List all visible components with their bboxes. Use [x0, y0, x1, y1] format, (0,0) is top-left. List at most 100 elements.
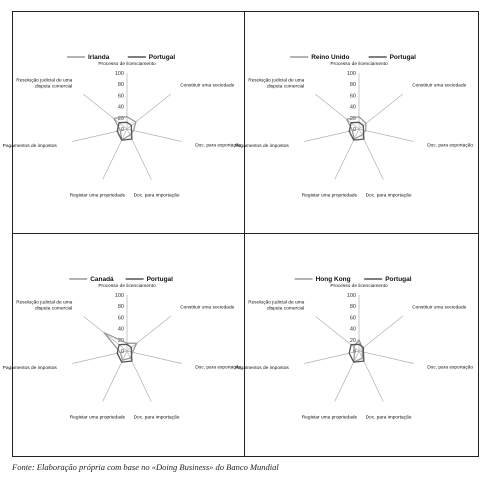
series-line-irlanda [113, 116, 137, 141]
series-line-canada [103, 332, 138, 361]
radar-spoke [358, 128, 414, 142]
category-label-registar-uma-propriedade: Registar uma propriedade [70, 192, 126, 198]
radar-spoke [72, 350, 128, 364]
legend-label-hong-kong: Hong Kong [316, 276, 351, 283]
category-label-registar-uma-propriedade: Registar uma propriedade [302, 192, 358, 198]
tick-label: 100 [347, 71, 356, 77]
series-line-portugal [348, 121, 365, 141]
legend-label-portugal: Portugal [390, 54, 417, 61]
radar-spoke [126, 350, 182, 364]
radar-spoke [358, 350, 414, 364]
tick-label: 20 [350, 338, 356, 344]
radar-spoke [72, 128, 128, 142]
tick-label: 80 [118, 304, 124, 310]
category-label-doc-para-exportacao: Doc. para exportação [427, 365, 473, 371]
category-label-doc-para-importacao: Doc. para importação [134, 414, 180, 420]
legend-label-portugal: Portugal [149, 54, 176, 61]
category-label-constituir-uma-sociedade: Constituir uma sociedade [412, 83, 466, 89]
category-label-doc-para-importacao: Doc. para importação [134, 192, 180, 198]
tick-label: 100 [115, 71, 124, 77]
tick-label: 80 [118, 82, 124, 88]
legend-label-portugal: Portugal [147, 276, 174, 283]
category-label-resolucao-judicial-de-uma-disputa-comercial: Resolução judicial de uma [248, 77, 304, 83]
category-label-registar-uma-propriedade: Registar uma propriedade [302, 414, 358, 420]
tick-label: 0 [121, 349, 124, 355]
category-label-doc-para-exportacao: Doc. para exportação [427, 143, 473, 149]
category-label-resolucao-judicial-de-uma-disputa-comercial: Resolução judicial de uma [16, 77, 72, 83]
figure-frame [12, 11, 479, 457]
category-label-resolucao-judicial-de-uma-disputa-comercial: Resolução judicial de uma [248, 299, 304, 305]
radar-spoke [126, 315, 172, 352]
radar-spoke [334, 350, 360, 402]
tick-label: 80 [350, 304, 356, 310]
radar-spoke [358, 350, 384, 402]
category-label-pagamentos-de-impostos: Pagamentos de impostos [235, 143, 290, 149]
radar-chart-svg: 0 20 40 60 80 100 Processo de licenciamentoCon… [235, 54, 474, 198]
category-label-processo-de-licenciamento: Processo de licenciamento [330, 283, 388, 289]
radar-chart-svg: 0 20 40 60 80 100 Processo de licenciamentoCon… [3, 54, 242, 198]
tick-label: 0 [353, 127, 356, 133]
tick-label: 40 [350, 327, 356, 333]
radar-spoke [126, 93, 172, 130]
radar-spoke [334, 128, 360, 180]
legend-label-portugal: Portugal [385, 276, 412, 283]
radar-spoke [102, 128, 128, 180]
radar-spoke [304, 350, 360, 364]
category-label-processo-de-licenciamento: Processo de licenciamento [98, 61, 156, 67]
tick-label: 100 [347, 293, 356, 299]
category-label-resolucao-judicial-de-uma-disputa-comercial: Resolução judicial de uma [16, 299, 72, 305]
series-line-portugal [116, 343, 133, 363]
category-label-registar-uma-propriedade: Registar uma propriedade [70, 414, 126, 420]
category-label-doc-para-importacao: Doc. para importação [366, 414, 412, 420]
tick-label: 100 [115, 293, 124, 299]
tick-label: 80 [350, 82, 356, 88]
source-note: Fonte: Elaboração própria com base no «D… [12, 462, 279, 472]
radar-spoke [126, 350, 152, 402]
category-label-constituir-uma-sociedade: Constituir uma sociedade [180, 305, 234, 311]
tick-label: 60 [350, 93, 356, 99]
category-label-resolucao-judicial-de-uma-disputa-comercial: disputa comercial [35, 305, 72, 311]
horizontal-divider [12, 233, 479, 234]
tick-label: 40 [350, 105, 356, 111]
tick-label: 0 [121, 127, 124, 133]
series-line-reino-unido [346, 116, 367, 140]
series-line-portugal [348, 343, 365, 363]
tick-label: 40 [118, 327, 124, 333]
radar-spoke [358, 315, 404, 352]
radar-spoke [126, 128, 182, 142]
tick-label: 20 [350, 116, 356, 122]
legend-label-reino-unido: Reino Unido [311, 54, 349, 61]
category-label-doc-para-importacao: Doc. para importação [366, 192, 412, 198]
category-label-processo-de-licenciamento: Processo de licenciamento [98, 283, 156, 289]
category-label-resolucao-judicial-de-uma-disputa-comercial: disputa comercial [35, 83, 72, 89]
legend-label-irlanda: Irlanda [88, 54, 110, 61]
category-label-pagamentos-de-impostos: Pagamentos de impostos [3, 143, 58, 149]
radar-spoke [304, 128, 360, 142]
category-label-resolucao-judicial-de-uma-disputa-comercial: disputa comercial [267, 83, 304, 89]
category-label-constituir-uma-sociedade: Constituir uma sociedade [412, 305, 466, 311]
category-label-pagamentos-de-impostos: Pagamentos de impostos [235, 365, 290, 371]
category-label-pagamentos-de-impostos: Pagamentos de impostos [3, 365, 58, 371]
category-label-constituir-uma-sociedade: Constituir uma sociedade [180, 83, 234, 89]
category-label-processo-de-licenciamento: Processo de licenciamento [330, 61, 388, 67]
tick-label: 20 [118, 116, 124, 122]
tick-label: 60 [118, 315, 124, 321]
radar-spoke [358, 128, 384, 180]
legend-label-canada: Canadá [90, 276, 114, 283]
vertical-divider [244, 11, 245, 457]
radar-spoke [126, 128, 152, 180]
tick-label: 40 [118, 105, 124, 111]
category-label-doc-para-exportacao: Doc. para exportação [195, 143, 241, 149]
tick-label: 60 [350, 315, 356, 321]
tick-label: 60 [118, 93, 124, 99]
category-label-doc-para-exportacao: Doc. para exportação [195, 365, 241, 371]
category-label-resolucao-judicial-de-uma-disputa-comercial: disputa comercial [267, 305, 304, 311]
radar-spoke [102, 350, 128, 402]
series-line-portugal [116, 121, 133, 141]
